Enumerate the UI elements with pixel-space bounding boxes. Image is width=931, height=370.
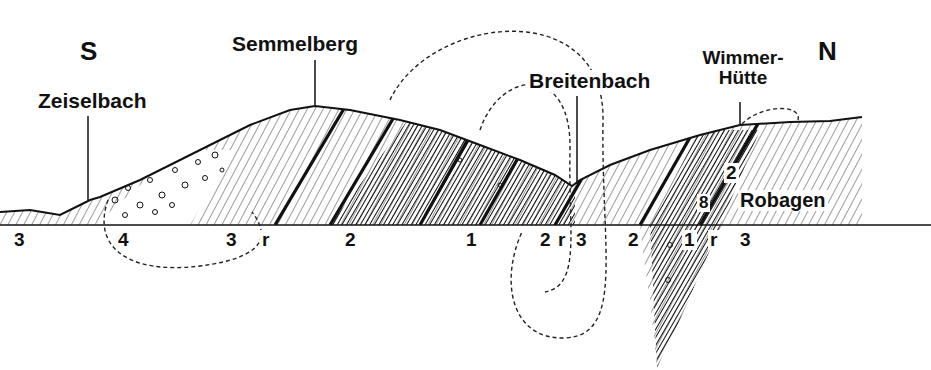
unit-number: 1: [682, 230, 697, 250]
compass-letter: N: [818, 38, 837, 65]
unit-number: 3: [224, 230, 239, 250]
unit-number: 4: [116, 230, 131, 250]
place-name: Semmelberg: [232, 33, 358, 55]
unit-number: 3: [738, 230, 753, 250]
unit-number: 3: [574, 230, 589, 250]
place-name: Zeiselbach: [38, 90, 147, 112]
unit-number: 2: [626, 230, 641, 250]
place-name: Wimmer- Hütte: [695, 48, 791, 88]
place-name: Robagen: [738, 190, 828, 211]
unit-number: r: [556, 230, 567, 250]
unit-number: r: [260, 230, 271, 250]
unit-number: 8: [697, 194, 710, 212]
unit-number: 3: [12, 230, 27, 250]
compass-letter: S: [80, 38, 97, 65]
unit-number: r: [708, 230, 719, 250]
strata: [0, 90, 870, 370]
unit-number: 2: [538, 230, 553, 250]
unit-number: 2: [343, 230, 358, 250]
place-name: Breitenbach: [527, 70, 652, 92]
fold-outline: [104, 31, 798, 338]
unit-number: 2: [724, 163, 739, 183]
leader-line: [88, 60, 740, 200]
unit-number: 1: [464, 230, 479, 250]
